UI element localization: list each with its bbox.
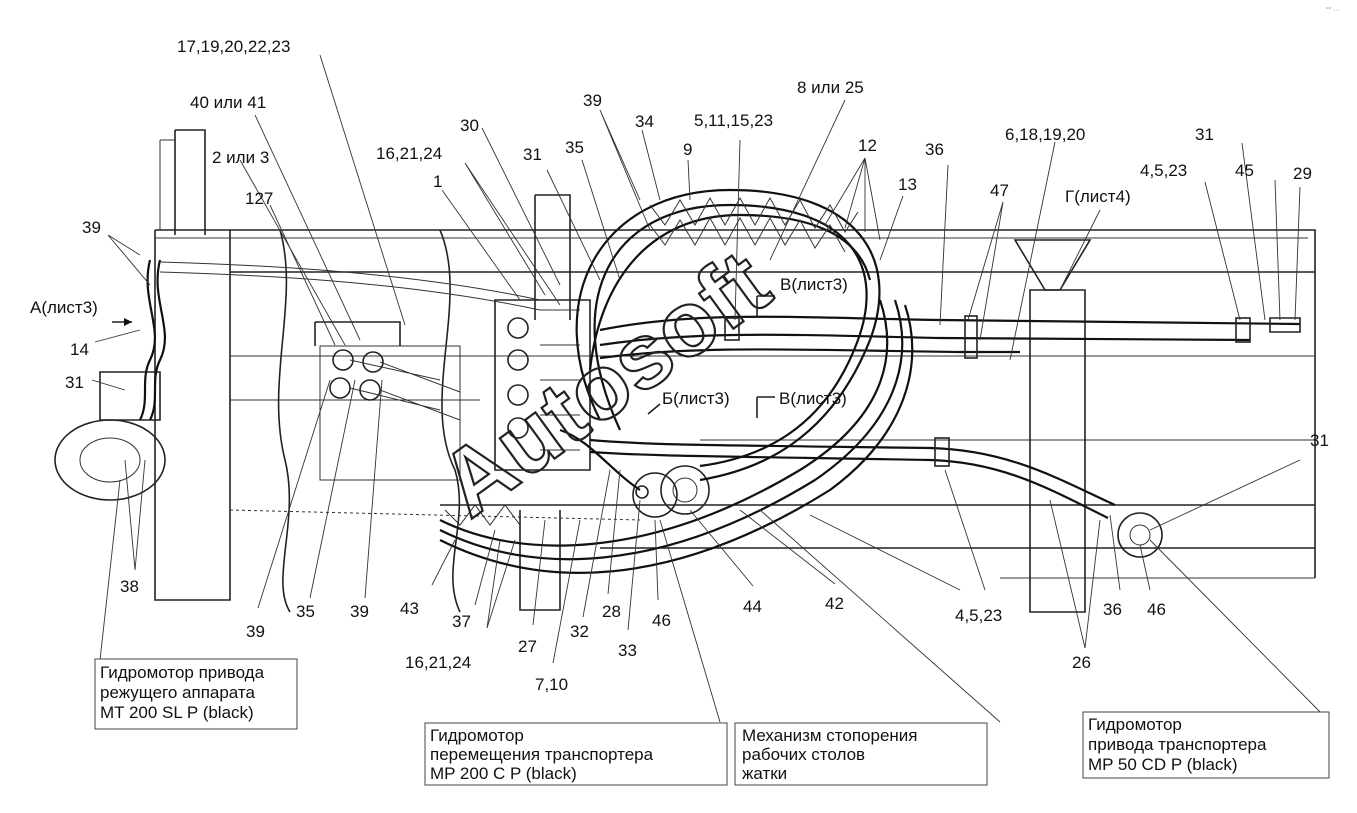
label-43: 43	[400, 599, 419, 618]
leader-lines	[91, 54, 1329, 723]
label-17-19-20-22-23: 17,19,20,22,23	[177, 37, 290, 56]
label-32: 32	[570, 622, 589, 641]
label-section-a: А(лист3)	[30, 298, 98, 317]
label-35-top: 35	[565, 138, 584, 157]
label-31-right: 31	[1310, 431, 1329, 450]
valve-block	[494, 299, 591, 471]
label-section-v-top: В(лист3)	[780, 275, 848, 294]
label-7-10: 7,10	[535, 675, 568, 694]
caption-locking-mechanism-line2: рабочих столов	[742, 745, 865, 764]
label-37: 37	[452, 612, 471, 631]
label-46-right: 46	[1147, 600, 1166, 619]
label-2-or-3: 2 или 3	[212, 148, 269, 167]
caption-cutter-motor: Гидромотор привода режущего аппарата MT …	[94, 658, 298, 730]
label-16-21-24-bottom: 16,21,24	[405, 653, 471, 672]
label-40-or-41: 40 или 41	[190, 93, 266, 112]
caption-conveyor-drive-motor-line3: MP 50 CD P (black)	[1088, 755, 1238, 774]
label-30: 30	[460, 116, 479, 135]
caption-cutter-motor-line2: режущего аппарата	[100, 683, 255, 702]
label-29: 29	[1293, 164, 1312, 183]
label-39-bottom-b: 39	[350, 602, 369, 621]
label-44: 44	[743, 597, 762, 616]
corner-mark: °° ···	[1326, 6, 1341, 14]
label-4-5-23-bottom: 4,5,23	[955, 606, 1002, 625]
label-42: 42	[825, 594, 844, 613]
label-26: 26	[1072, 653, 1091, 672]
label-31-top-right: 31	[1195, 125, 1214, 144]
caption-locking-mechanism: Механизм стопорения рабочих столов жатки	[734, 722, 988, 786]
label-16-21-24-top: 16,21,24	[376, 144, 442, 163]
label-28: 28	[602, 602, 621, 621]
label-46-center: 46	[652, 611, 671, 630]
label-section-g: Г(лист4)	[1065, 187, 1131, 206]
label-31-left: 31	[65, 373, 84, 392]
label-39-left: 39	[82, 218, 101, 237]
caption-locking-mechanism-line3: жатки	[742, 764, 787, 783]
caption-conveyor-drive-motor-line1: Гидромотор	[1088, 715, 1182, 734]
caption-conveyor-move-motor: Гидромотор перемещения транспортера MP 2…	[424, 722, 728, 786]
caption-conveyor-drive-motor-line2: привода транспортера	[1088, 735, 1267, 754]
caption-locking-mechanism-line1: Механизм стопорения	[742, 726, 918, 745]
frame-structure	[54, 129, 1316, 613]
label-36-bottom: 36	[1103, 600, 1122, 619]
label-38: 38	[120, 577, 139, 596]
label-39-top: 39	[583, 91, 602, 110]
label-35-bottom: 35	[296, 602, 315, 621]
label-12: 12	[858, 136, 877, 155]
caption-cutter-motor-line1: Гидромотор привода	[100, 663, 265, 682]
label-14: 14	[70, 340, 89, 359]
label-31-top: 31	[523, 145, 542, 164]
label-34: 34	[635, 112, 654, 131]
label-45: 45	[1235, 161, 1254, 180]
label-section-v-bottom: В(лист3)	[779, 389, 847, 408]
caption-conveyor-move-motor-line2: перемещения транспортера	[430, 745, 654, 764]
label-13: 13	[898, 175, 917, 194]
label-9: 9	[683, 140, 692, 159]
label-39-bottom-a: 39	[246, 622, 265, 641]
caption-conveyor-move-motor-line1: Гидромотор	[430, 726, 524, 745]
label-8-or-25: 8 или 25	[797, 78, 864, 97]
label-1: 1	[433, 172, 442, 191]
label-5-11-15-23: 5,11,15,23	[694, 111, 773, 130]
label-27: 27	[518, 637, 537, 656]
label-47: 47	[990, 181, 1009, 200]
label-127: 127	[245, 189, 273, 208]
label-4-5-23-top: 4,5,23	[1140, 161, 1187, 180]
caption-conveyor-move-motor-line3: MP 200 C P (black)	[430, 764, 577, 783]
label-33: 33	[618, 641, 637, 660]
label-36-top: 36	[925, 140, 944, 159]
label-section-b: Б(лист3)	[662, 389, 730, 408]
hose-bundle	[112, 188, 1301, 574]
caption-cutter-motor-line3: MT 200 SL P (black)	[100, 703, 254, 722]
label-6-18-19-20: 6,18,19,20	[1005, 125, 1085, 144]
caption-conveyor-drive-motor: Гидромотор привода транспортера MP 50 CD…	[1082, 711, 1330, 779]
position-labels: 17,19,20,22,23 40 или 41 2 или 3 127 39 …	[30, 37, 1329, 694]
